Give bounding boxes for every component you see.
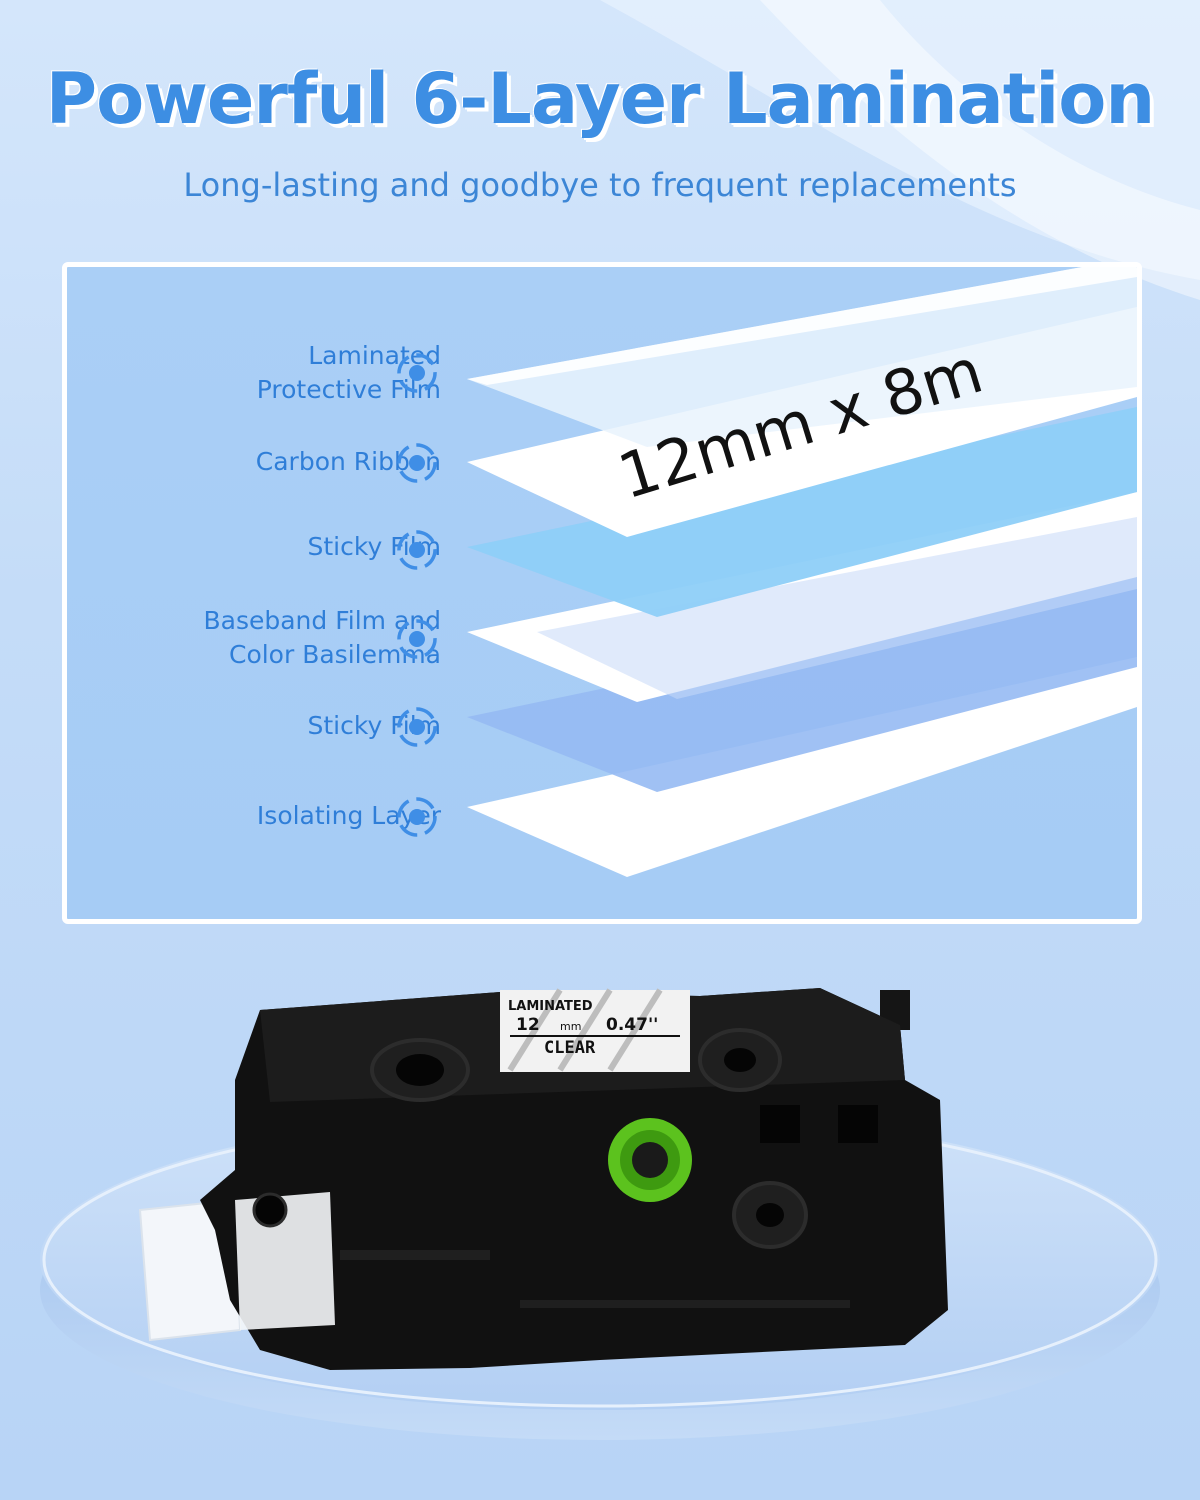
cartridge-label-unit: mm <box>560 1020 581 1033</box>
page-title: Powerful 6-Layer Lamination <box>45 58 1155 140</box>
layer-label-3: Sticky Film <box>307 532 442 561</box>
cartridge-label-size: 12 <box>516 1015 540 1035</box>
layer-label-2: Carbon Ribbon <box>255 447 441 476</box>
layer-label-5: Sticky Film <box>307 711 442 740</box>
target-ring-icon <box>397 353 437 393</box>
cartridge-label: LAMINATED 12 mm 0.47'' CLEAR <box>500 988 690 1072</box>
cartridge-label-color: CLEAR <box>544 1038 596 1058</box>
sticky-film-1-sheet <box>467 407 1137 617</box>
isolating-layer-sheet <box>467 657 1137 877</box>
target-ring-icon <box>397 530 437 570</box>
cartridge-label-inch: 0.47'' <box>606 1015 658 1035</box>
layer-stack-illustration: 12mm x 8m <box>467 267 1137 877</box>
layer-label-6: Isolating Layer <box>256 801 441 830</box>
protective-film-sheet <box>467 267 1137 447</box>
sticky-film-2-sheet <box>467 577 1137 792</box>
cartridge-label-title: LAMINATED <box>508 999 593 1014</box>
target-ring-icon <box>397 797 437 837</box>
target-ring-icon <box>397 443 437 483</box>
page-subtitle: Long-lasting and goodbye to frequent rep… <box>183 166 1017 204</box>
product-stage: LAMINATED 12 mm 0.47'' CLEAR <box>40 988 1160 1440</box>
target-ring-icon <box>397 707 437 747</box>
target-ring-icon <box>397 619 437 659</box>
